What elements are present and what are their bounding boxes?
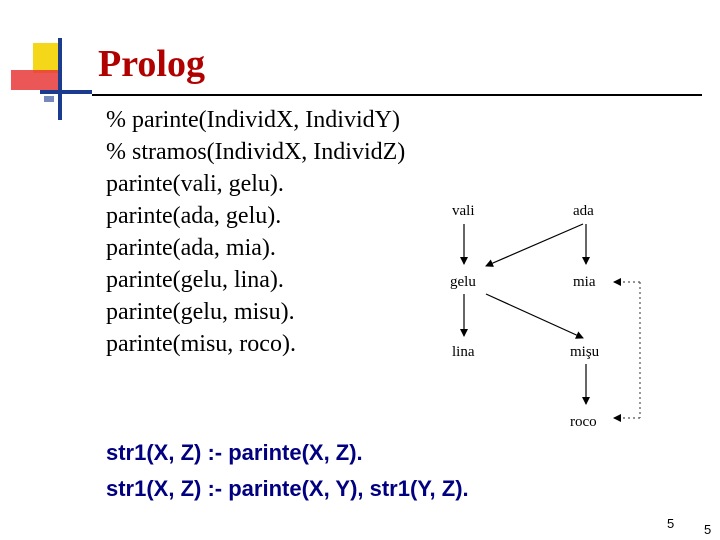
decorative-blue-vertical-line bbox=[58, 38, 62, 120]
node-mia: mia bbox=[573, 274, 596, 290]
node-vali: vali bbox=[452, 203, 475, 219]
code-line: parinte(ada, mia). bbox=[106, 235, 276, 261]
decorative-yellow-square bbox=[33, 43, 61, 73]
code-line: parinte(ada, gelu). bbox=[106, 203, 282, 229]
decorative-blue-horizontal-line bbox=[40, 90, 92, 94]
dotted-bracket bbox=[613, 278, 641, 422]
code-line: parinte(vali, gelu). bbox=[106, 171, 284, 197]
code-line: parinte(misu, roco). bbox=[106, 331, 296, 357]
node-ada: ada bbox=[573, 203, 594, 219]
decorative-blue-square bbox=[44, 96, 54, 102]
slide-title: Prolog bbox=[98, 43, 205, 85]
node-lina: lina bbox=[452, 344, 475, 360]
rule-line: str1(X, Z) :- parinte(X, Z). bbox=[106, 440, 363, 465]
edge-ada-gelu bbox=[485, 223, 584, 267]
code-line: parinte(gelu, lina). bbox=[106, 267, 284, 293]
node-roco: roco bbox=[570, 414, 597, 430]
node-misu: mişu bbox=[570, 344, 600, 360]
code-line: % stramos(IndividX, IndividZ) bbox=[106, 139, 406, 165]
decorative-red-bar bbox=[11, 70, 59, 90]
rules-block: str1(X, Z) :- parinte(X, Z). str1(X, Z) … bbox=[106, 435, 469, 507]
code-line: parinte(gelu, misu). bbox=[106, 299, 295, 325]
facts-code-block: % parinte(IndividX, IndividY) % stramos(… bbox=[106, 104, 405, 360]
page-number-secondary: 5 bbox=[704, 522, 712, 537]
edge-gelu-misu bbox=[485, 293, 584, 339]
rule-line: str1(X, Z) :- parinte(X, Y), str1(Y, Z). bbox=[106, 476, 469, 501]
code-line: % parinte(IndividX, IndividY) bbox=[106, 107, 400, 133]
page-number: 5 bbox=[667, 516, 675, 531]
node-gelu: gelu bbox=[450, 274, 476, 290]
title-divider bbox=[92, 94, 702, 96]
